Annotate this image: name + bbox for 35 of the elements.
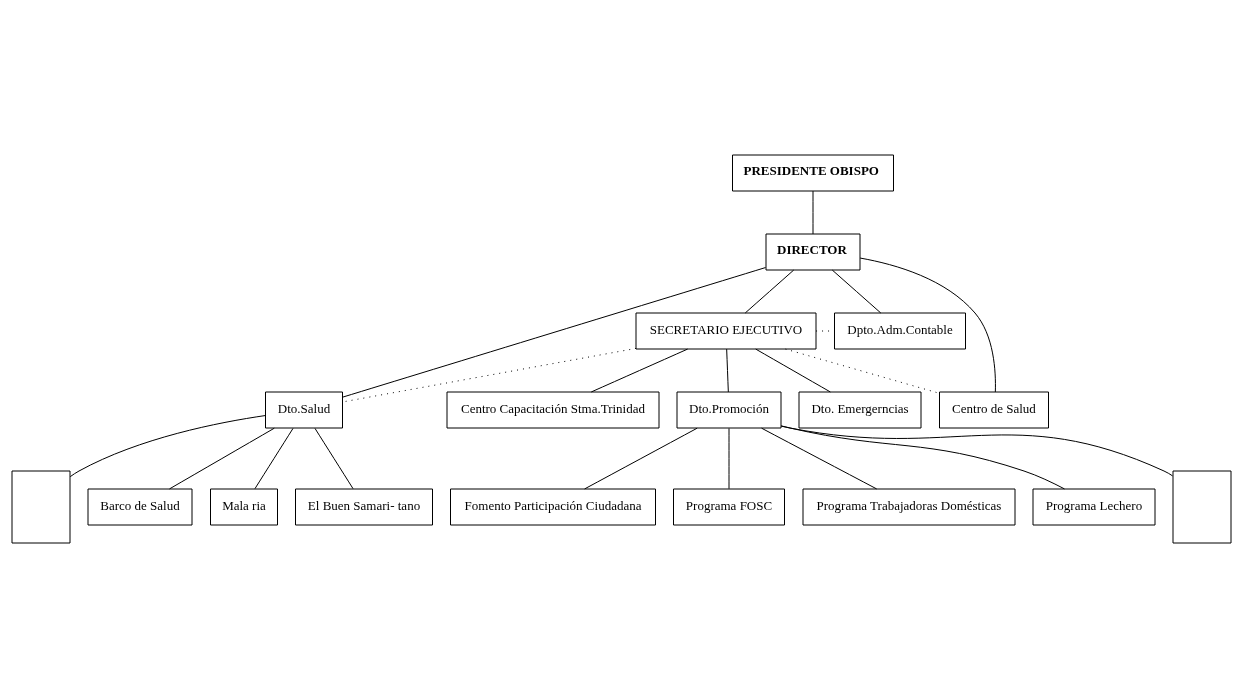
connector xyxy=(780,424,1065,489)
node-box: Programa Lechero xyxy=(1032,488,1156,525)
node-box: Dto.Promoción xyxy=(676,391,782,428)
node-box xyxy=(1172,470,1232,543)
connector xyxy=(812,190,814,234)
connector xyxy=(744,269,795,313)
connector xyxy=(342,266,767,398)
node-box: Centro Capacitación Stma.Trinidad xyxy=(446,391,660,428)
node-box: Mala ria xyxy=(210,488,278,525)
connector xyxy=(780,425,1174,476)
node-box: PRESIDENTE OBISPO xyxy=(732,154,894,191)
connector xyxy=(584,427,698,489)
connector xyxy=(728,427,730,489)
connector xyxy=(169,427,275,489)
node-box: Dto.Salud xyxy=(265,391,343,428)
connector xyxy=(314,427,354,489)
node-box: El Buen Samari- tano xyxy=(295,488,433,525)
node-box: Dpto.Adm.Contable xyxy=(834,312,966,349)
node-box: Barco de Salud xyxy=(87,488,193,525)
connector xyxy=(831,269,882,313)
node-box: Dto. Emergerncias xyxy=(798,391,922,428)
node-box: Programa FOSC xyxy=(673,488,785,525)
connector xyxy=(69,414,266,477)
connector xyxy=(254,427,294,489)
node-box: DIRECTOR xyxy=(765,233,861,270)
connector xyxy=(761,427,878,489)
node-box: Centro de Salud xyxy=(939,391,1049,428)
connector xyxy=(726,348,729,392)
connector xyxy=(755,348,831,392)
node-box: SECRETARIO EJECUTIVO xyxy=(635,312,817,349)
node-box: Programa Trabajadoras Domésticas xyxy=(802,488,1016,525)
connector xyxy=(859,257,996,392)
node-box xyxy=(11,470,71,543)
node-box: Fomento Participación Ciudadana xyxy=(450,488,656,525)
connector xyxy=(590,348,689,392)
